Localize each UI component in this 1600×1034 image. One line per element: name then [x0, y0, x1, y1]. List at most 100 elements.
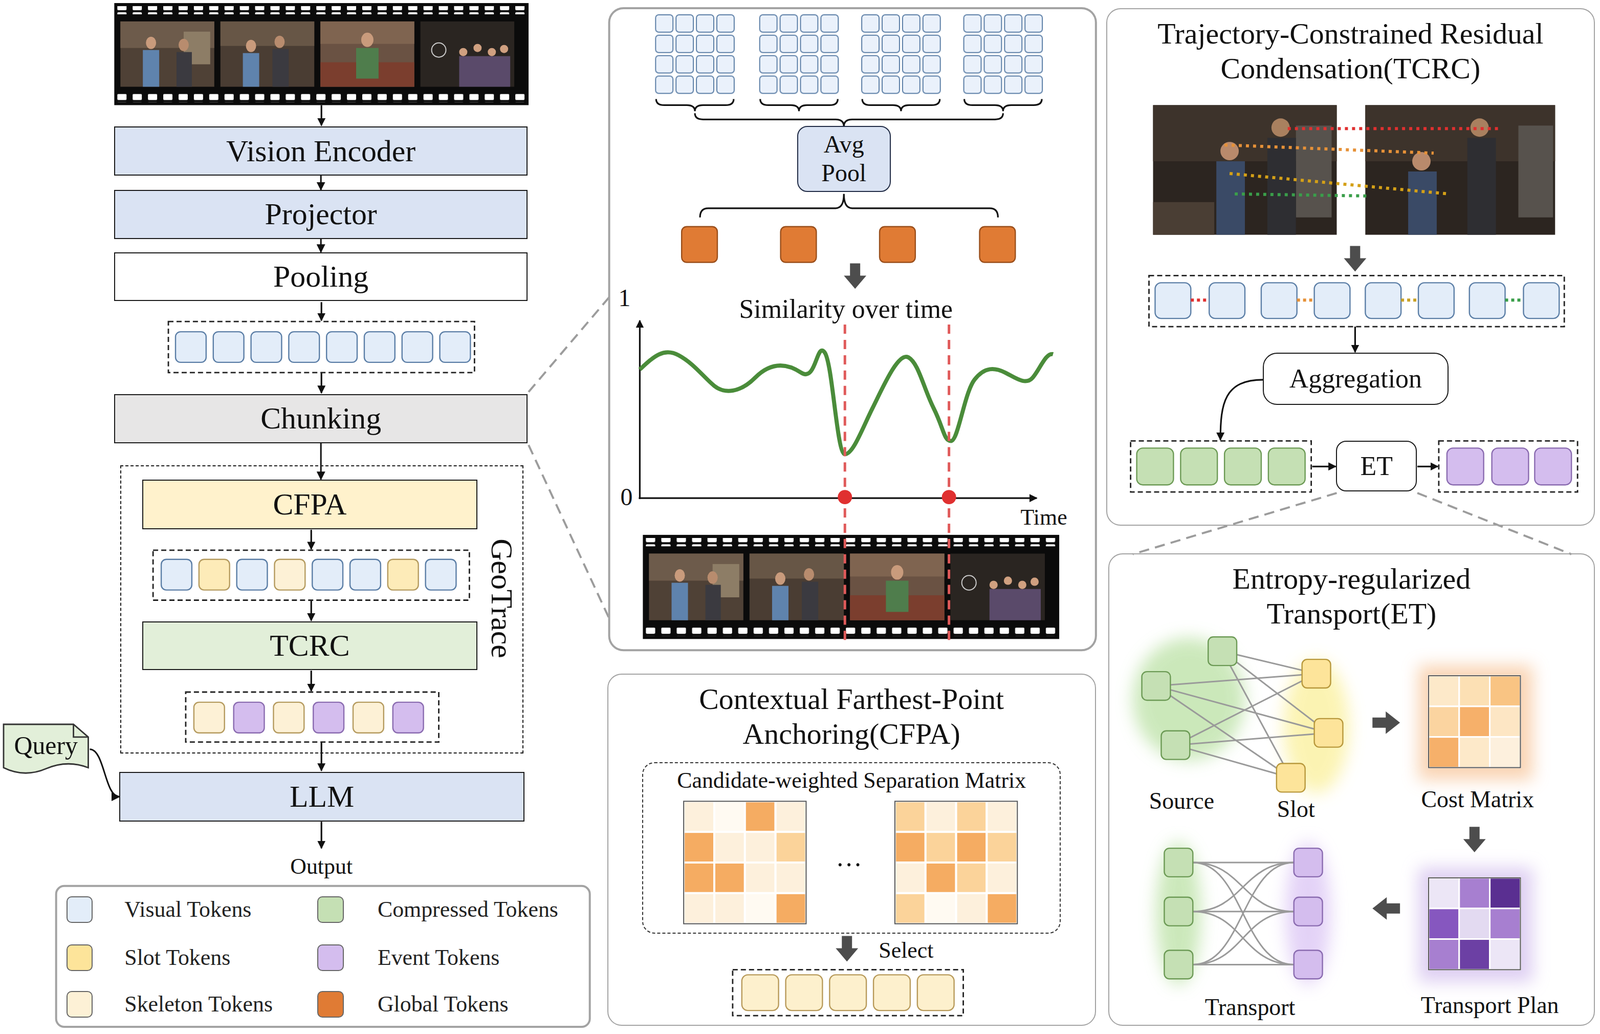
visual-token	[251, 331, 282, 363]
process-box: Avg Pool	[797, 125, 891, 192]
connector-arrow	[320, 443, 322, 480]
x-axis	[638, 497, 1037, 499]
slot-tokens	[1276, 659, 1344, 792]
flow-arrow	[310, 670, 313, 691]
token-link	[1400, 298, 1419, 302]
matrix-cell	[1489, 675, 1521, 707]
person-head	[1220, 141, 1239, 161]
slot-token	[1314, 718, 1344, 748]
slot-token	[1276, 763, 1306, 793]
token-grid	[860, 13, 942, 96]
dashed-row	[168, 321, 475, 373]
boundary-line	[947, 324, 951, 640]
zoom-line	[528, 295, 611, 392]
document-shape: Query	[2, 722, 91, 776]
person-body	[1408, 171, 1437, 235]
brace	[655, 98, 734, 112]
frame-grid	[962, 13, 1045, 96]
slot-token	[1302, 659, 1331, 688]
matrix-cell	[1489, 706, 1521, 737]
legend-swatch	[66, 990, 94, 1018]
compressed-token	[1136, 447, 1174, 485]
matrix-cell	[714, 831, 745, 863]
skeleton-token	[193, 702, 225, 733]
skeleton-token	[274, 559, 305, 590]
block-arrow	[843, 262, 867, 289]
node-label: ET	[1360, 450, 1393, 482]
source-token	[1160, 730, 1190, 760]
transport-plan	[1428, 877, 1521, 970]
brace	[862, 98, 940, 112]
transport-curve	[1192, 861, 1294, 863]
matrix-cell	[714, 892, 745, 924]
matrix-cell	[683, 862, 715, 893]
matrix-cell	[1459, 877, 1490, 909]
legend-box	[56, 885, 590, 1027]
cost-matrix	[1428, 675, 1521, 767]
matrix-cell	[1489, 877, 1521, 909]
legend-label: Visual Tokens	[124, 895, 252, 923]
node-label: Aggregation	[1289, 362, 1422, 394]
legend-label: Compressed Tokens	[377, 895, 559, 923]
global-tokens	[681, 226, 1016, 263]
global-token	[780, 226, 817, 263]
brace	[760, 98, 839, 112]
matrix-cell	[1428, 675, 1460, 707]
matrix-cell	[894, 831, 926, 863]
visual-token	[326, 331, 358, 363]
matrix-cell	[1428, 908, 1460, 939]
visual-token	[1469, 282, 1506, 319]
selected-row	[732, 969, 964, 1016]
label-holder: 1	[618, 283, 631, 313]
scene-counter	[1153, 202, 1215, 235]
dashed-row	[732, 969, 964, 1016]
matrix-cell	[986, 892, 1018, 924]
legend-text-holder: Compressed Tokens	[377, 895, 559, 923]
matrix-cell	[925, 892, 957, 924]
matrix-cell	[894, 862, 926, 893]
token-row	[152, 550, 470, 601]
boundary-dot	[941, 489, 957, 504]
matrix-cell	[1459, 938, 1490, 970]
visual-token	[425, 559, 457, 590]
trajectory	[1287, 126, 1501, 130]
process-box: Pooling	[114, 252, 528, 302]
text-label: Time	[1020, 503, 1068, 531]
glow	[1155, 841, 1201, 985]
skeleton-token	[873, 974, 911, 1011]
transport-curve	[1192, 862, 1294, 912]
label-holder: Similarity over time	[738, 293, 953, 325]
brace	[699, 193, 998, 218]
transport-curve	[1192, 911, 1294, 965]
text-label: Select	[878, 936, 934, 964]
matrix-cell	[1428, 877, 1460, 909]
block-arrow	[1372, 896, 1400, 920]
text-label: Transport Plan	[1420, 991, 1560, 1019]
event-token	[1534, 447, 1572, 485]
separation-matrix	[683, 800, 1018, 924]
flow-arrow	[320, 372, 323, 393]
scene-bg	[1365, 104, 1555, 235]
matrix-cell	[894, 800, 926, 832]
legend-swatch	[66, 895, 94, 923]
frame-grid	[860, 13, 942, 96]
text-label: Slot	[1277, 795, 1315, 823]
process-box: ET	[1335, 440, 1417, 492]
legend-swatch	[317, 990, 344, 1018]
brace	[964, 98, 1043, 112]
similarity-chart	[638, 320, 1054, 640]
compressed-token	[1268, 447, 1306, 485]
legend-swatch	[66, 944, 94, 971]
node-label: GeoTrace	[484, 538, 521, 659]
text-label: Similarity over time	[738, 293, 953, 325]
compressed-token	[1180, 447, 1218, 485]
dashed-row	[1149, 275, 1565, 327]
trajectory-row	[1149, 275, 1565, 327]
legend-text-holder: Global Tokens	[377, 990, 509, 1018]
process-box: Projector	[114, 189, 528, 239]
matrix-cell	[744, 892, 776, 924]
matrix-cell	[956, 892, 988, 924]
text-label: Transport	[1204, 993, 1296, 1021]
node-label: Avg Pool	[813, 129, 875, 188]
matrix-cell	[956, 862, 988, 893]
